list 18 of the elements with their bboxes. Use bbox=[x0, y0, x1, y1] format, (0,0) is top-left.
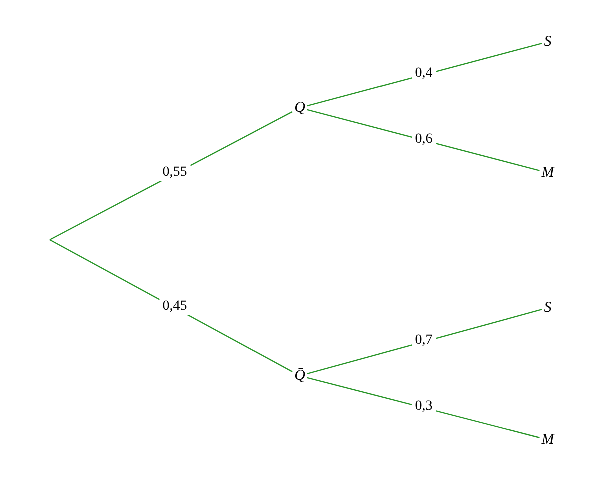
edge-label: 0,3 bbox=[412, 399, 436, 415]
outcome-label: S bbox=[544, 299, 552, 317]
branch-line bbox=[307, 377, 540, 438]
outcome-label: Q bbox=[294, 99, 306, 117]
edge-label: 0,6 bbox=[412, 132, 436, 148]
branch-line bbox=[307, 309, 542, 375]
branch-line bbox=[50, 239, 293, 372]
branch-line bbox=[50, 111, 293, 241]
outcome-label: M bbox=[542, 164, 554, 182]
edge-label: 0,4 bbox=[412, 66, 436, 82]
branch-line bbox=[307, 42, 542, 107]
outcome-label: M bbox=[542, 431, 554, 449]
outcome-label: Q̄ bbox=[294, 367, 306, 385]
branch-line bbox=[307, 109, 540, 172]
edge-label: 0,45 bbox=[160, 299, 190, 315]
edge-label: 0,7 bbox=[412, 333, 436, 349]
outcome-label: S bbox=[544, 33, 552, 51]
edge-label: 0,55 bbox=[160, 165, 190, 181]
